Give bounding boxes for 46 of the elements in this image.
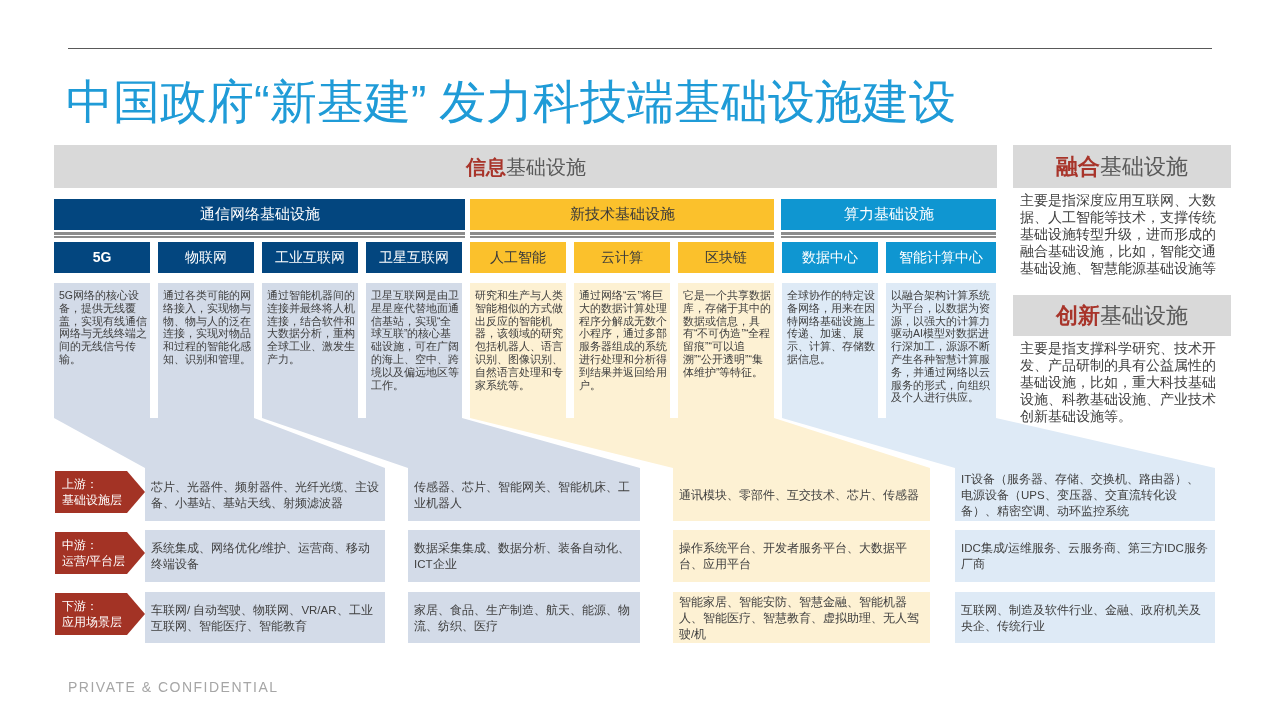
section-banner: 信息基础设施 (54, 145, 997, 188)
category-header: 算力基础设施 (781, 199, 996, 230)
chain-cell: IDC集成/运维服务、云服务商、第三方IDC服务厂商 (955, 530, 1215, 582)
category-description: 主要是指支撑科学研究、技术开发、产品研制的具有公益属性的基础设施，比如，重大科技基础设施、科教基础设施、产业技术创新基础设施等。 (1019, 340, 1217, 425)
chain-cell: 车联网/ 自动驾驶、物联网、VR/AR、工业互联网、智能医疗、智能教育 (145, 592, 385, 643)
description-card: 卫星互联网是由卫星星座代替地面通信基站，实现“全球互联”的核心基础设施，可在广阔的海上、空中、跨境以及偏远地区等工作。 (366, 283, 462, 418)
description-card: 通过各类可能的网络接入，实现物与物、物与人的泛在连接，实现对物品和过程的智能化感知、识别和管理。 (158, 283, 254, 418)
chain-cell: 芯片、光器件、频射器件、光纤光缆、主设备、小基站、基站天线、射频滤波器 (145, 468, 385, 521)
chain-cell: 互联网、制造及软件行业、金融、政府机关及央企、传统行业 (955, 592, 1215, 643)
category-heading: 融合基础设施 (1013, 145, 1231, 188)
funnel-band (262, 418, 640, 468)
description-card: 5G网络的核心设备，提供无线覆盖，实现有线通信网络与无线终端之间的无线信号传输。 (54, 283, 150, 418)
subcategory-tab: 工业互联网 (262, 242, 358, 273)
chain-cell: 智能家居、智能安防、智慧金融、智能机器人、智能医疗、智慧教育、虚拟助理、无人驾驶/机 (673, 592, 930, 643)
funnel-band (54, 418, 385, 468)
category-heading: 创新基础设施 (1013, 295, 1231, 336)
description-card: 全球协作的特定设备网络，用来在因特网络基础设施上传递、加速、展示、计算、存储数据信息。 (782, 283, 878, 418)
description-card: 通过网络“云”将巨大的数据计算处理程序分解成无数个小程序，通过多部服务器组成的系统进行处理和分析得到结果并返回给用户。 (574, 283, 670, 418)
chain-cell: 操作系统平台、开发者服务平台、大数据平台、应用平台 (673, 530, 930, 582)
description-card: 研究和生产与人类智能相似的方式做出反应的智能机器，该领域的研究包括机器人、语言识别、图像识别、自然语言处理和专家系统等。 (470, 283, 566, 418)
stage-arrow-label: 下游： 应用场景层 (55, 593, 145, 635)
subcategory-tab: 区块链 (678, 242, 774, 273)
category-description: 主要是指深度应用互联网、大数据、人工智能等技术，支撑传统基础设施转型升级，进而形成的融合基础设施，比如，智能交通基础设施、智慧能源基础设施等 (1019, 192, 1217, 277)
chain-cell: 数据采集集成、数据分析、装备自动化、ICT企业 (408, 530, 640, 582)
subcategory-tab: 云计算 (574, 242, 670, 273)
subcategory-tab: 卫星互联网 (366, 242, 462, 273)
description-card: 以融合架构计算系统为平台，以数据为资源，以强大的计算力驱动AI模型对数据进行深加工，源源不断产生各种智慧计算服务，并通过网络以云服务的形式，向组织及个人进行供应。 (886, 283, 996, 418)
chain-cell: 家居、食品、生产制造、航天、能源、物流、纺织、医疗 (408, 592, 640, 643)
funnel-band (470, 418, 930, 468)
footer-note: PRIVATE & CONFIDENTIAL (68, 678, 279, 697)
chain-cell: 系统集成、网络优化/维护、运营商、移动终端设备 (145, 530, 385, 582)
subcategory-tab: 5G (54, 242, 150, 273)
subcategory-tab: 人工智能 (470, 242, 566, 273)
stage-arrow-label: 上游： 基础设施层 (55, 471, 145, 513)
subcategory-tab: 智能计算中心 (886, 242, 996, 273)
category-header: 新技术基础设施 (470, 199, 774, 230)
category-header: 通信网络基础设施 (54, 199, 465, 230)
stage-arrow-label: 中游： 运营/平台层 (55, 532, 145, 574)
subcategory-tab: 数据中心 (782, 242, 878, 273)
subcategory-tab: 物联网 (158, 242, 254, 273)
chain-cell: IT设备（服务器、存储、交换机、路由器）、电源设备（UPS、变压器、交直流转化设备）、精密空调、动环监控系统 (955, 468, 1215, 521)
page-title: 中国政府“新基建” 发力科技端基础设施建设 (66, 74, 957, 130)
chain-cell: 传感器、芯片、智能网关、智能机床、工业机器人 (408, 468, 640, 521)
chain-cell: 通讯模块、零部件、互交技术、芯片、传感器 (673, 468, 930, 521)
description-card: 通过智能机器间的连接并最终将人机连接，结合软件和大数据分析，重构全球工业、激发生产力。 (262, 283, 358, 418)
description-card: 它是一个共享数据库，存储于其中的数据或信息，具有“不可伪造”“全程留痕”“可以追溯”“公开透明”“集体维护”等特征。 (678, 283, 774, 418)
